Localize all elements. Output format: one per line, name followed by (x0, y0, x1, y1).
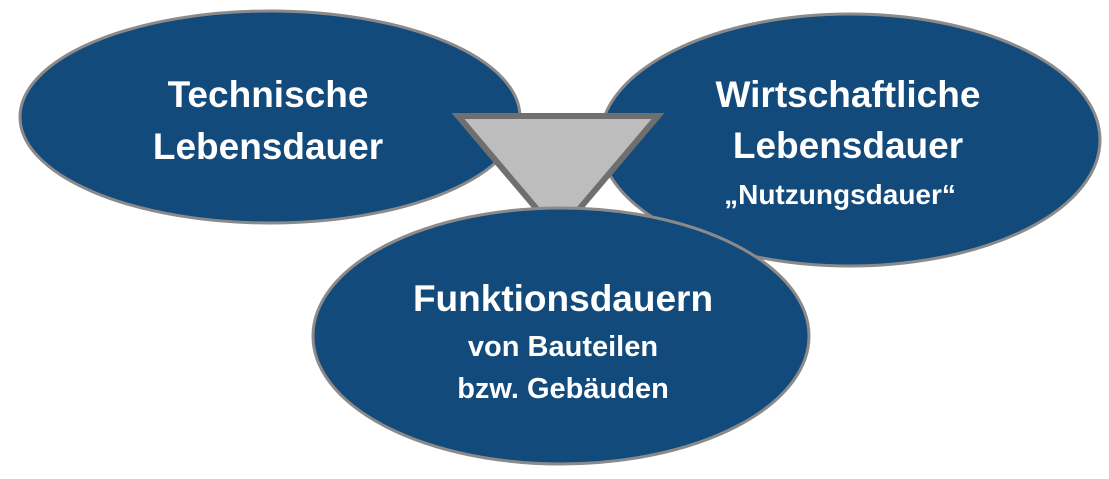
economic-lifespan-line3: „Nutzungsdauer“ (724, 179, 956, 210)
technical-lifespan-ellipse (18, 9, 522, 225)
technical-lifespan-line1: Technische (168, 74, 369, 115)
functional-lifespan-line3: bzw. Gebäuden (457, 373, 669, 405)
economic-lifespan-line1: Wirtschaftliche (716, 74, 981, 115)
economic-lifespan-line2: Lebensdauer (733, 125, 963, 166)
functional-lifespan-line2: von Bauteilen (468, 331, 658, 363)
center-triangle (451, 113, 665, 239)
technical-lifespan-line2: Lebensdauer (153, 126, 383, 167)
functional-lifespan-ellipse (311, 206, 811, 466)
functional-lifespan-line1: Funktionsdauern (413, 278, 713, 319)
